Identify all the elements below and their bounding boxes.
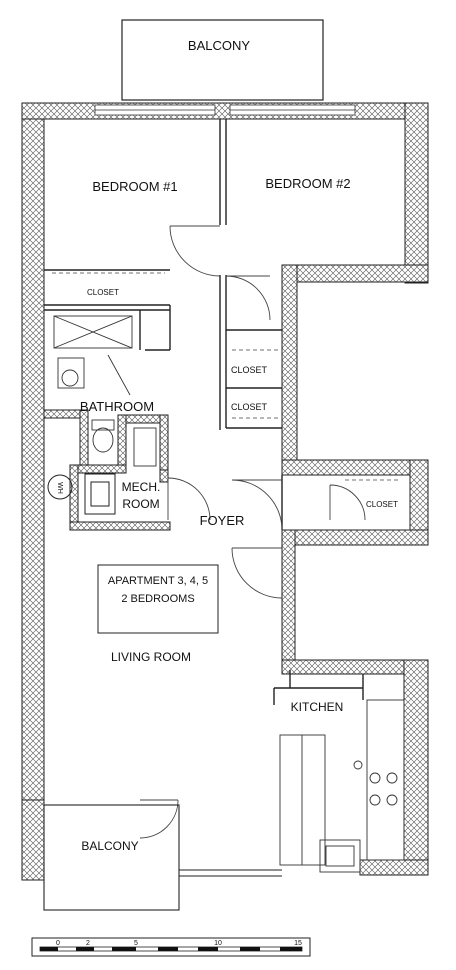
scale-tick-15: 15 <box>294 940 302 947</box>
scale-tick-5: 5 <box>134 940 138 947</box>
label-balcony-bottom: BALCONY <box>81 839 138 853</box>
balcony-bottom <box>43 804 282 911</box>
mech-equipment <box>47 473 116 515</box>
label-living-room: LIVING ROOM <box>111 650 191 664</box>
label-bathroom: BATHROOM <box>80 399 154 414</box>
apartment-title-line1: APARTMENT 3, 4, 5 <box>108 575 208 587</box>
apartment-title-line2: 2 BEDROOMS <box>121 593 194 605</box>
scale-tick-2: 2 <box>86 940 90 947</box>
label-bedroom-2: BEDROOM #2 <box>265 176 350 191</box>
apartment-title-box: APARTMENT 3, 4, 5 2 BEDROOMS <box>97 564 219 634</box>
scale-bar: 0 2 5 10 15 <box>31 937 311 957</box>
interior-walls <box>44 119 364 705</box>
room-labels: BALCONY BEDROOM #1 BEDROOM #2 CLOSET CLO… <box>56 38 398 853</box>
scale-tick-0: 0 <box>56 940 60 947</box>
label-closet-hall-2: CLOSET <box>231 402 268 412</box>
door-swings <box>139 225 366 839</box>
kitchen-counters <box>279 699 405 873</box>
label-balcony-top: BALCONY <box>188 38 250 53</box>
bathroom-fixtures <box>53 315 157 467</box>
scale-tick-10: 10 <box>214 940 222 947</box>
top-windows <box>94 104 356 116</box>
closet-rods <box>52 272 400 481</box>
label-closet-bedroom1: CLOSET <box>87 288 119 297</box>
label-water-heater: WH <box>56 482 63 494</box>
label-mech-line1: MECH. <box>122 480 161 494</box>
label-kitchen: KITCHEN <box>291 700 344 714</box>
label-bedroom-1: BEDROOM #1 <box>92 179 177 194</box>
label-closet-right: CLOSET <box>366 500 398 509</box>
bathroom-walls <box>43 409 171 531</box>
label-closet-hall-1: CLOSET <box>231 365 268 375</box>
label-mech-line2: ROOM <box>122 497 159 511</box>
label-foyer: FOYER <box>200 513 245 528</box>
balcony-top <box>121 19 324 101</box>
